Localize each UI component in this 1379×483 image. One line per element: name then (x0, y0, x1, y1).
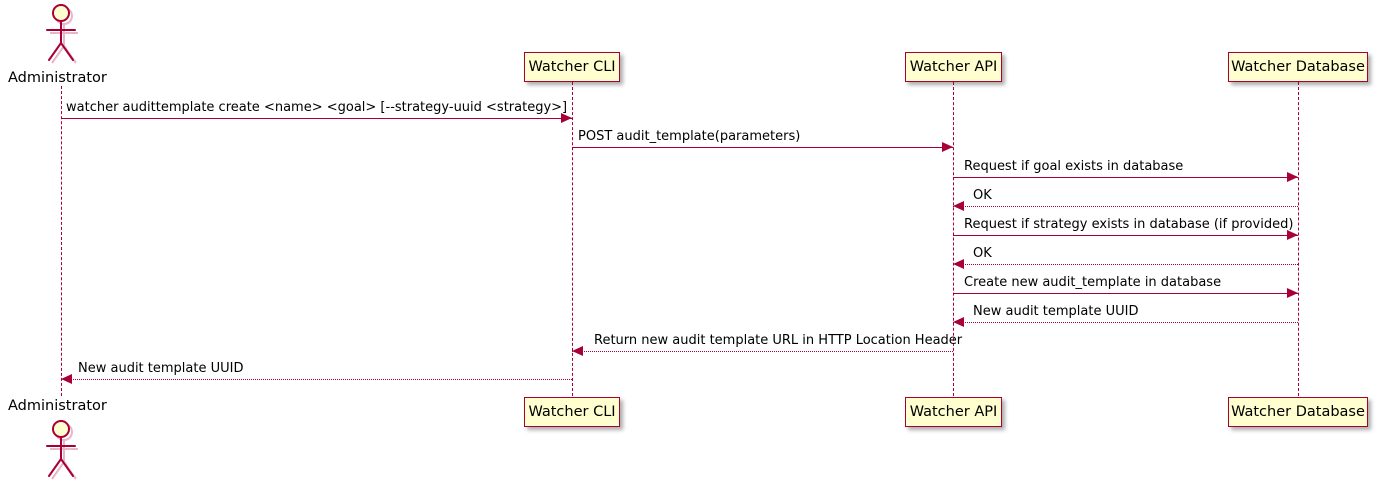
message-line-2 (572, 147, 953, 148)
message-label-10: New audit template UUID (78, 361, 244, 376)
lifeline-watcher-api (953, 82, 954, 396)
message-label-1: watcher audittemplate create <name> <goa… (66, 100, 568, 115)
message-label-5: Request if strategy exists in database (… (964, 217, 1294, 232)
message-arrowhead-9 (572, 346, 583, 356)
message-arrowhead-6 (953, 259, 964, 269)
message-line-9 (572, 351, 953, 352)
participant-label-watcher-api-bottom: Watcher API (909, 403, 998, 420)
participant-box-watcher-cli-top[interactable]: Watcher CLI (524, 52, 620, 82)
message-line-8 (953, 322, 1298, 323)
message-arrowhead-4 (953, 201, 964, 211)
participant-box-watcher-database-top[interactable]: Watcher Database (1228, 52, 1368, 82)
participant-label-watcher-cli-top: Watcher CLI (528, 58, 616, 75)
participant-box-watcher-cli-bottom[interactable]: Watcher CLI (524, 397, 620, 427)
message-label-7: Create new audit_template in database (964, 275, 1222, 290)
lifeline-watcher-cli (572, 82, 573, 396)
actor-administrator-bottom (46, 420, 78, 480)
participant-label-watcher-api-top: Watcher API (909, 58, 998, 75)
participant-label-watcher-database-top: Watcher Database (1231, 58, 1365, 75)
message-line-5 (953, 235, 1298, 236)
message-line-10 (61, 379, 572, 380)
message-line-4 (953, 206, 1298, 207)
message-arrowhead-10 (61, 374, 72, 384)
message-arrowhead-8 (953, 317, 964, 327)
message-label-6: OK (973, 246, 992, 261)
message-line-6 (953, 264, 1298, 265)
message-arrowhead-2 (942, 142, 953, 152)
message-label-2: POST audit_template(parameters) (578, 129, 801, 144)
lifeline-watcher-database (1298, 82, 1299, 396)
actor-label-administrator-bottom: Administrator (8, 398, 107, 414)
actor-administrator-top (46, 4, 78, 64)
message-arrowhead-1 (561, 113, 572, 123)
participant-label-watcher-cli-bottom: Watcher CLI (528, 403, 616, 420)
participant-box-watcher-api-bottom[interactable]: Watcher API (905, 397, 1002, 427)
message-label-3: Request if goal exists in database (964, 159, 1184, 174)
message-arrowhead-5 (1287, 230, 1298, 240)
message-label-8: New audit template UUID (973, 304, 1139, 319)
message-line-1 (61, 118, 572, 119)
message-line-3 (953, 177, 1298, 178)
message-arrowhead-7 (1287, 288, 1298, 298)
message-label-4: OK (973, 188, 992, 203)
message-arrowhead-3 (1287, 172, 1298, 182)
message-line-7 (953, 293, 1298, 294)
lifeline-administrator (61, 86, 62, 396)
actor-label-administrator-top: Administrator (8, 70, 107, 86)
participant-label-watcher-database-bottom: Watcher Database (1231, 403, 1365, 420)
participant-box-watcher-database-bottom[interactable]: Watcher Database (1228, 397, 1368, 427)
message-label-9: Return new audit template URL in HTTP Lo… (594, 333, 963, 348)
participant-box-watcher-api-top[interactable]: Watcher API (905, 52, 1002, 82)
